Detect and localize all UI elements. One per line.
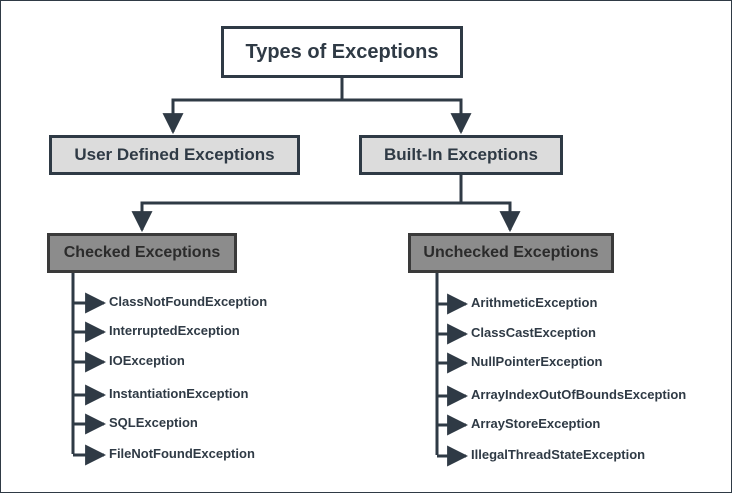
checked-item: InterruptedException: [109, 323, 240, 338]
unchecked-item: ArrayIndexOutOfBoundsException: [471, 387, 687, 402]
unchecked-item: IllegalThreadStateException: [471, 447, 646, 462]
checked-item: SQLException: [109, 415, 198, 430]
checked-item: ClassNotFoundException: [109, 294, 268, 309]
unchecked-item: NullPointerException: [471, 354, 603, 369]
root-node: Types of Exceptions: [221, 26, 463, 78]
unchecked-item: ClassCastException: [471, 325, 596, 340]
checked-item: FileNotFoundException: [109, 446, 255, 461]
connector-root-builtin: [342, 98, 472, 135]
unchecked-exceptions-node: Unchecked Exceptions: [408, 233, 614, 273]
checked-exceptions-node: Checked Exceptions: [47, 233, 237, 273]
user-defined-exceptions-node: User Defined Exceptions: [49, 135, 300, 175]
connector-builtin-checked: [131, 175, 463, 233]
checked-item: InstantiationException: [109, 386, 249, 401]
unchecked-item: ArrayStoreException: [471, 416, 601, 431]
checked-item: IOException: [109, 353, 185, 368]
connector-builtin-unchecked: [461, 201, 521, 233]
unchecked-item: ArithmeticException: [471, 295, 598, 310]
connector-root-split: [162, 78, 344, 135]
built-in-exceptions-node: Built-In Exceptions: [359, 135, 563, 175]
